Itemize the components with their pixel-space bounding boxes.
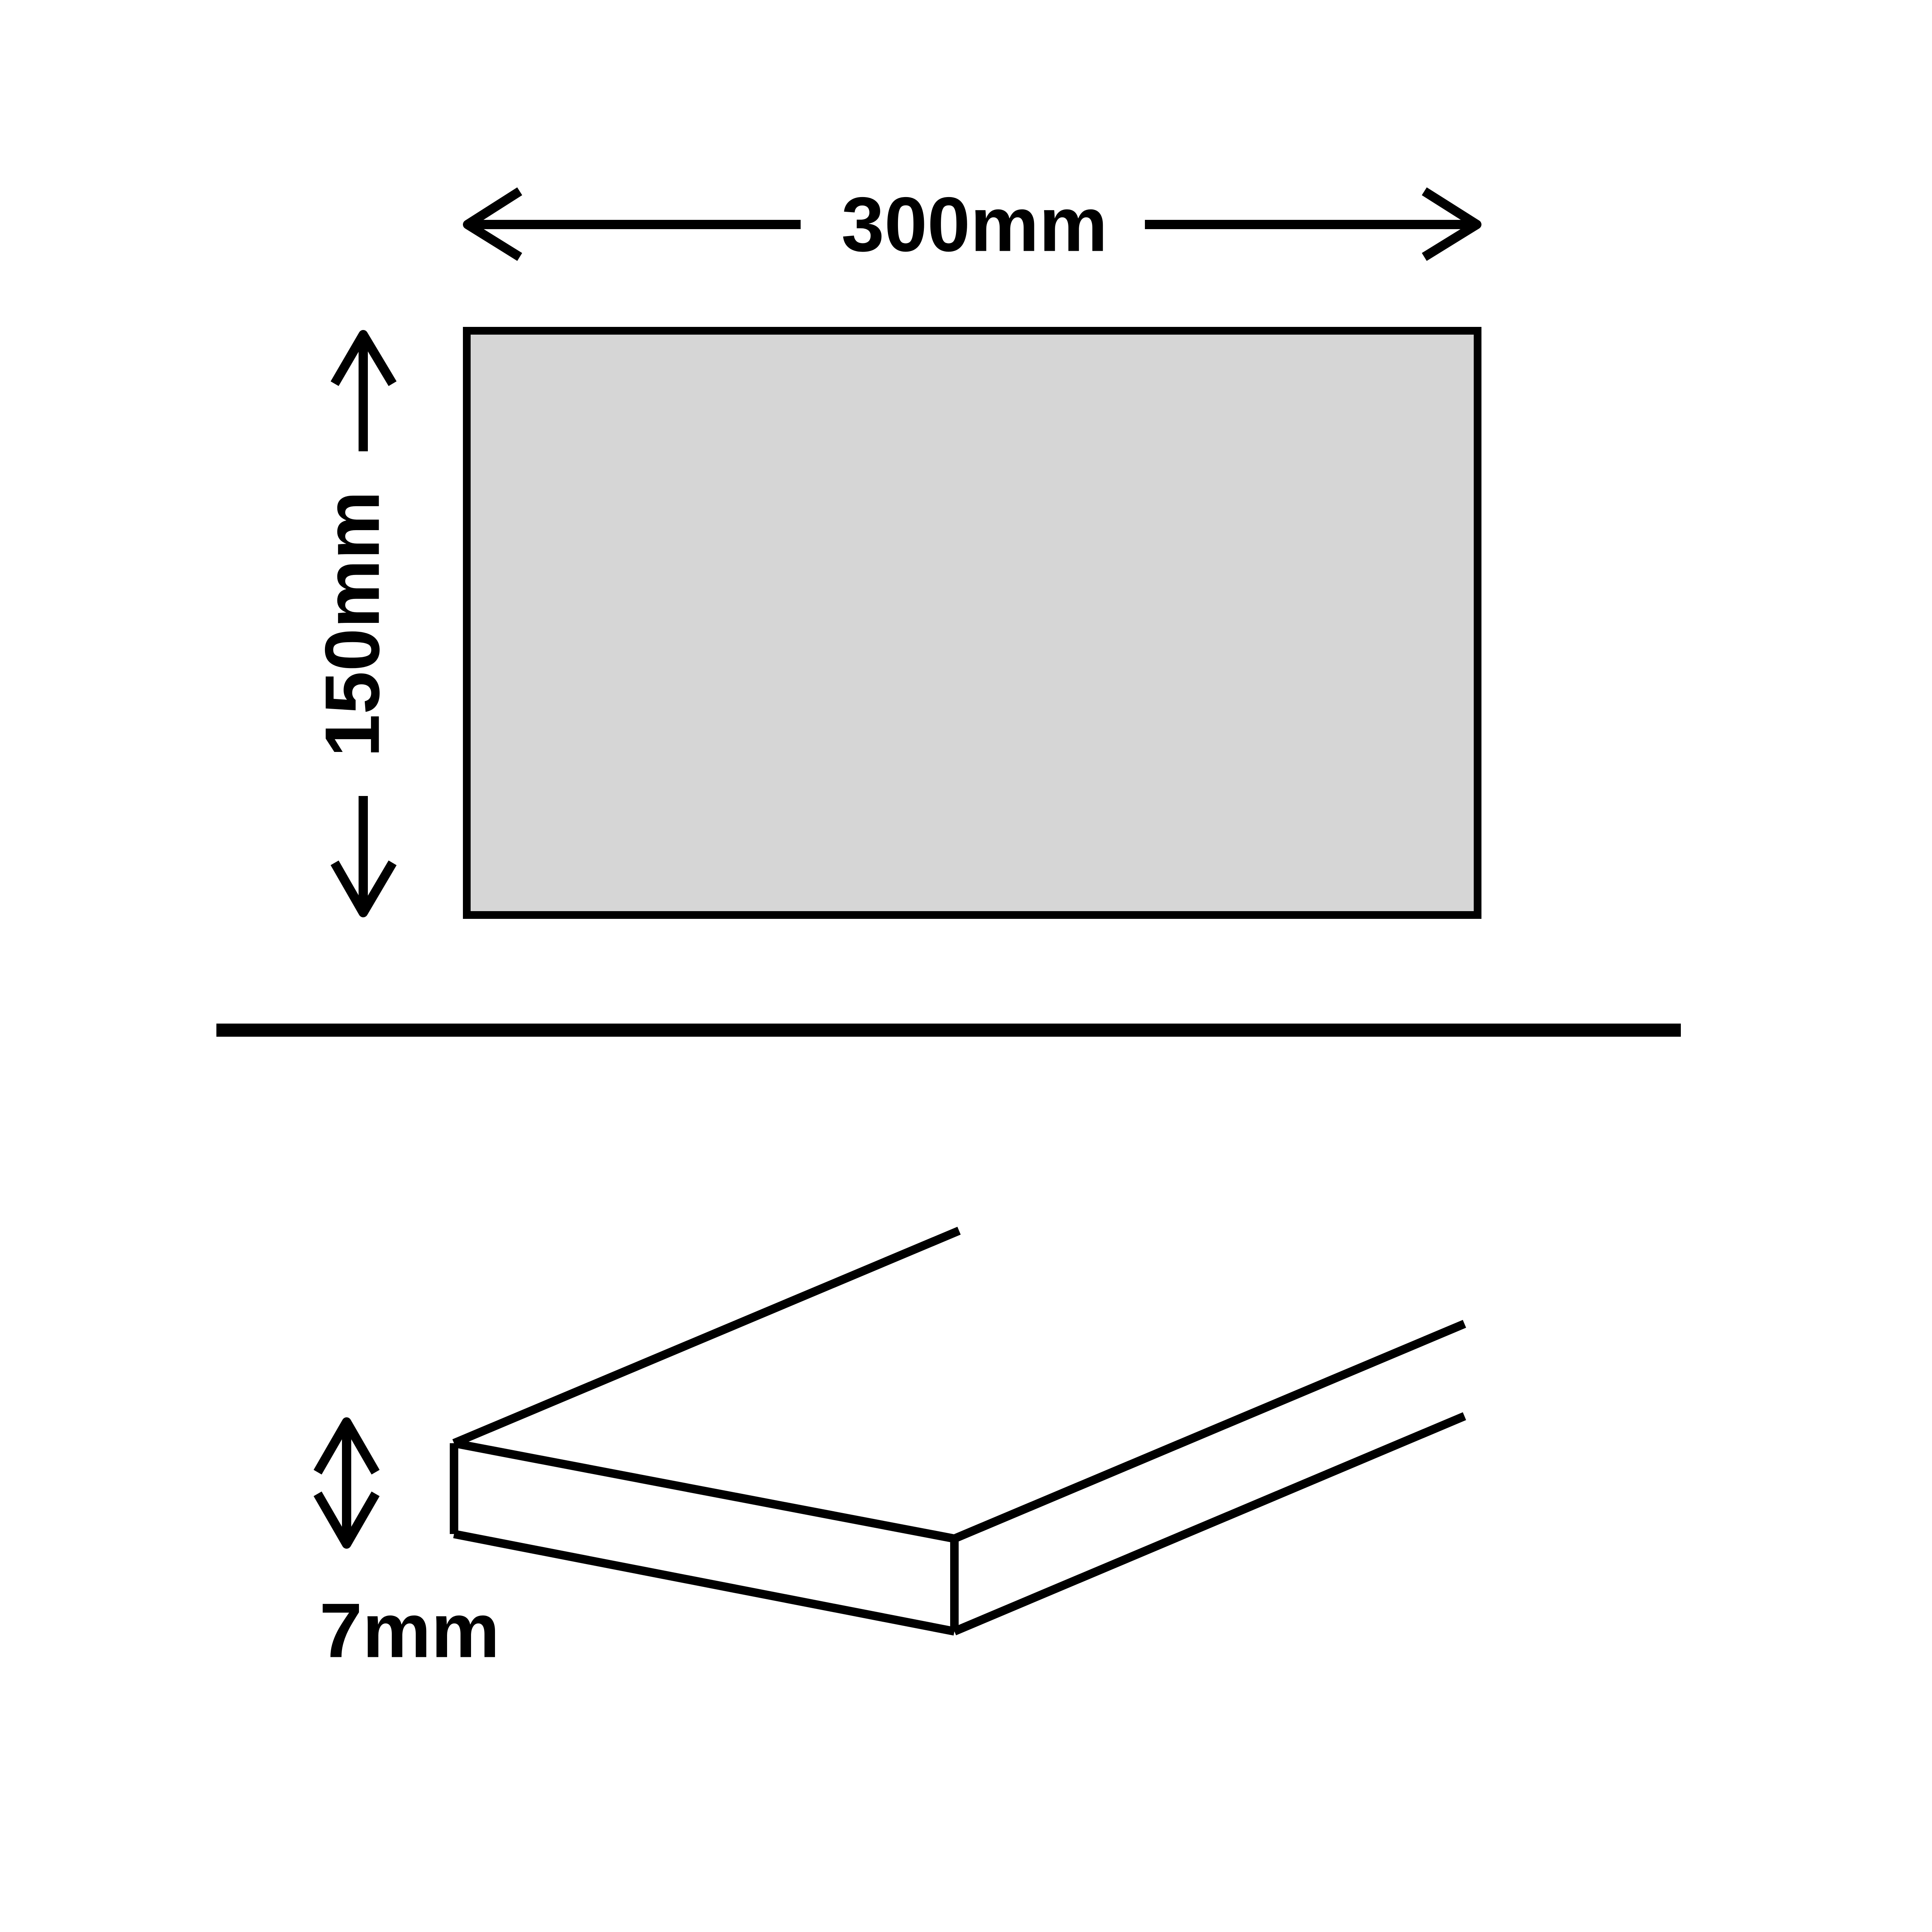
height-label: 150mm	[310, 491, 396, 757]
height-arrow-down	[330, 796, 397, 917]
width-label: 300mm	[841, 182, 1107, 268]
thickness-label: 7mm	[320, 1588, 500, 1674]
thickness-arrow	[313, 1417, 380, 1549]
width-arrow-left	[463, 187, 801, 261]
width-arrow-right	[1145, 187, 1481, 261]
tile-edge-perspective	[450, 1226, 1466, 1636]
tile-face	[463, 327, 1481, 919]
height-arrow-up	[330, 330, 397, 451]
